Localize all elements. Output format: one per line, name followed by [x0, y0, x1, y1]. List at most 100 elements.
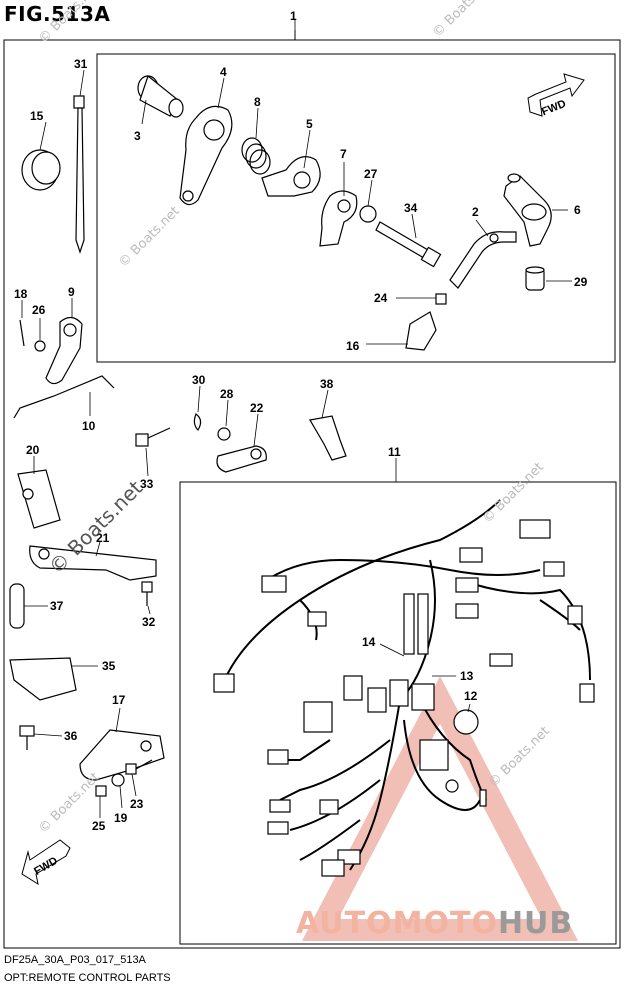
- connector-icon: [459, 547, 483, 563]
- part-8-spring: [241, 137, 271, 175]
- part-34-bolt: [375, 221, 442, 268]
- callout-8: 8: [254, 95, 261, 109]
- part-27-washer: [359, 205, 377, 223]
- part-15-grommet: [21, 149, 61, 191]
- part-4-lever: [179, 105, 233, 206]
- part-26-washer: [34, 340, 46, 352]
- callout-30: 30: [192, 373, 206, 387]
- callout-20: 20: [26, 443, 40, 457]
- callout-36: 36: [64, 729, 78, 743]
- part-5-cam: [261, 156, 321, 197]
- brand-part2: HUB: [497, 906, 574, 941]
- part-28-washer: [217, 427, 231, 441]
- assembly-frame: [3, 30, 621, 949]
- callout-3: 3: [134, 129, 141, 143]
- callout-18: 18: [14, 287, 28, 301]
- fwd-arrow-icon: [21, 839, 71, 886]
- connector-icon: [479, 789, 487, 807]
- callout-37: 37: [50, 599, 64, 613]
- part-7-arm: [319, 190, 358, 247]
- part-19-washer: [111, 773, 125, 787]
- connector-icon: [213, 673, 235, 693]
- connector-icon: [455, 577, 479, 593]
- callout-14: 14: [362, 635, 376, 649]
- leader-lines: [21, 20, 572, 818]
- connector-icon: [367, 687, 387, 713]
- connector-icon: [343, 675, 363, 701]
- callout-labels: 1 2 3 4 5 6 7 8 9 10 11 12 13 14 15 16 1…: [14, 9, 588, 833]
- connector-icon: [455, 603, 479, 619]
- callout-21: 21: [96, 531, 110, 545]
- part-33-bolt: [135, 427, 171, 447]
- connector-icon: [269, 799, 291, 813]
- part-20-holder: [17, 469, 61, 529]
- connector-icon: [489, 653, 513, 667]
- callout-34: 34: [404, 201, 418, 215]
- part-22-lever: [216, 445, 267, 473]
- part-31-cable-tie: [73, 95, 85, 254]
- fwd-arrow-icon: [527, 73, 585, 117]
- callout-22: 22: [250, 401, 264, 415]
- connector-icon: [567, 605, 583, 625]
- part-9-lever: [45, 316, 83, 385]
- part-17-bracket: [79, 729, 165, 781]
- figure-title: FIG.513A: [4, 2, 111, 26]
- callout-9: 9: [68, 285, 75, 299]
- part-37-pin: [9, 583, 25, 629]
- callout-4: 4: [220, 65, 227, 79]
- callout-28: 28: [220, 387, 234, 401]
- figure-caption: OPT:REMOTE CONTROL PARTS: [4, 972, 171, 984]
- connector-icon: [543, 561, 565, 577]
- callout-25: 25: [92, 819, 106, 833]
- connector-icon: [303, 701, 333, 733]
- part-21-bracket: [29, 545, 157, 581]
- callout-7: 7: [340, 147, 347, 161]
- connector-icon: [307, 611, 327, 627]
- part-35-plate: [9, 657, 77, 701]
- callout-23: 23: [130, 797, 144, 811]
- ring-terminal-icon: [445, 779, 459, 793]
- figure-code: DF25A_30A_P03_017_513A: [4, 954, 146, 966]
- callout-6: 6: [574, 203, 581, 217]
- callout-19: 19: [114, 811, 128, 825]
- brand-part1: AUTOMOTO: [296, 906, 498, 941]
- callout-5: 5: [306, 117, 313, 131]
- callout-16: 16: [346, 339, 360, 353]
- part-14-fuse: [403, 593, 415, 655]
- callout-15: 15: [30, 109, 44, 123]
- part-36-bolt: [19, 725, 35, 750]
- callout-29: 29: [574, 275, 588, 289]
- callout-35: 35: [102, 659, 116, 673]
- connector-icon: [267, 749, 289, 765]
- callout-32: 32: [142, 615, 156, 629]
- part-3-collar: [137, 74, 184, 118]
- part-24-nut: [435, 293, 447, 305]
- connector-icon: [261, 575, 287, 593]
- callout-31: 31: [74, 57, 88, 71]
- part-25-nut: [95, 785, 107, 797]
- brand-logo: AUTOMOTOHUB: [296, 906, 573, 941]
- callout-24: 24: [374, 291, 388, 305]
- connector-icon: [321, 859, 345, 877]
- connector-icon: [579, 683, 595, 703]
- connector-icon: [419, 739, 449, 771]
- part-2-rod: [449, 231, 517, 289]
- part-6-arm: [503, 173, 552, 247]
- connector-icon: [519, 519, 551, 539]
- part-30-clip: [193, 413, 202, 431]
- part-10-link-rod: [13, 375, 115, 419]
- brand-triangle-icon: [301, 676, 579, 941]
- callout-27: 27: [364, 167, 378, 181]
- part-38-clip: [309, 415, 347, 461]
- connector-icon: [267, 821, 289, 835]
- callout-12: 12: [464, 689, 478, 703]
- part-14-fuse: [417, 593, 429, 655]
- part-12-relay: [453, 709, 479, 735]
- part-23-bolt: [125, 759, 153, 775]
- connector-icon: [411, 683, 435, 711]
- part-32-screw: [141, 581, 153, 606]
- callout-2: 2: [472, 205, 479, 219]
- part-18-pin: [19, 319, 25, 347]
